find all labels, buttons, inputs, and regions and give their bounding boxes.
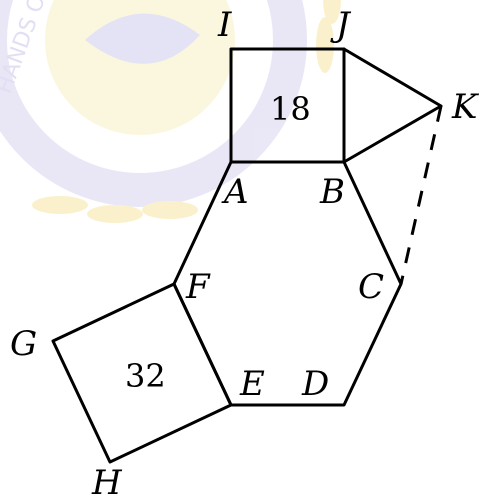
watermark-seal: HANDS ONAL EDUCATION [0,0,341,223]
vertex-label-h: H [91,463,123,502]
watermark-book-icon [85,13,200,64]
watermark-ring [0,0,307,207]
vertex-label-g: G [10,324,37,364]
area-label-top-square: 18 [270,90,311,128]
vertex-label-c: C [358,267,384,307]
dashed-segment-kc [399,105,443,285]
vertex-label-a: A [221,172,249,212]
vertex-label-f: F [185,267,211,307]
vertex-label-k: K [451,87,480,127]
area-label-left-square: 32 [125,357,166,395]
watermark-leaf [316,17,334,73]
triangle-jkb [342,47,443,164]
vertex-label-b: B [319,172,345,212]
watermark-leaf [87,205,143,223]
vertex-label-d: D [301,364,329,404]
watermark-leaf [323,0,341,24]
vertex-label-i: I [217,5,232,45]
vertex-label-j: J [330,5,352,45]
square-fehg [51,282,233,464]
watermark-leaf [32,196,88,214]
vertex-label-e: E [239,364,265,404]
watermark-leaf [142,201,198,219]
